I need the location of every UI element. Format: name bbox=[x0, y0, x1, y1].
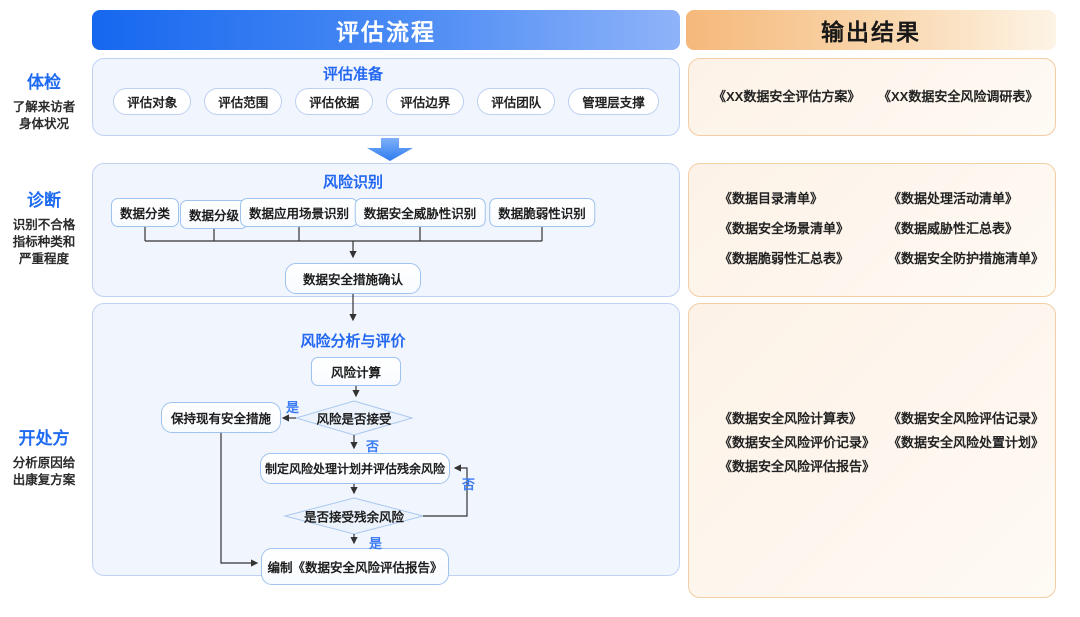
side-label-title: 体检 bbox=[27, 73, 61, 92]
output-doc: 《数据脆弱性汇总表》 bbox=[719, 251, 850, 266]
branch-yes-label: 是 bbox=[369, 536, 383, 551]
down-block-arrow bbox=[367, 138, 413, 161]
output-doc: 《数据安全风险评估报告》 bbox=[719, 459, 876, 474]
output-header: 输出结果 bbox=[686, 10, 1056, 50]
decision-accept-label: 风险是否接受 bbox=[316, 412, 392, 427]
node-security-measure-confirm: 数据安全措施确认 bbox=[284, 263, 422, 294]
desc-line: 了解来访者 bbox=[12, 100, 76, 114]
branch-yes-label: 是 bbox=[286, 400, 300, 415]
output-doc: 《XX数据安全风险调研表》 bbox=[878, 89, 1039, 104]
output-doc: 《XX数据安全评估方案》 bbox=[713, 89, 861, 104]
side-label-desc: 分析原因给 出康复方案 bbox=[0, 455, 88, 489]
node-threat-identify: 数据安全威胁性识别 bbox=[354, 198, 486, 227]
stage-analyze-title: 风险分析与评价 bbox=[300, 333, 406, 350]
node-data-classification: 数据分类 bbox=[110, 198, 180, 227]
desc-line: 识别不合格 bbox=[12, 218, 76, 232]
desc-line: 出康复方案 bbox=[12, 473, 76, 487]
stage-prepare-title: 评估准备 bbox=[322, 66, 384, 83]
side-label-diagnosis: 诊断 识别不合格 指标种类和 严重程度 bbox=[0, 186, 88, 268]
pill-assess-object: 评估对象 bbox=[113, 88, 192, 115]
output-list: 《数据安全风险计算表》 《数据安全风险评估记录》 《数据安全风险评价记录》 《数… bbox=[689, 412, 1055, 474]
pill-assess-boundary: 评估边界 bbox=[386, 88, 465, 115]
side-label-title: 诊断 bbox=[27, 191, 61, 210]
pill-management-support: 管理层支撑 bbox=[568, 88, 659, 115]
node-data-grading: 数据分级 bbox=[179, 200, 249, 229]
output-doc: 《数据目录清单》 bbox=[719, 191, 824, 206]
pill-assess-team: 评估团队 bbox=[477, 88, 556, 115]
node-scenario-identify: 数据应用场景识别 bbox=[239, 198, 359, 227]
pill-assess-scope: 评估范围 bbox=[204, 88, 283, 115]
node-compile-report: 编制《数据安全风险评估报告》 bbox=[261, 548, 449, 585]
output-doc: 《数据安全风险计算表》 bbox=[719, 411, 863, 426]
node-keep-measures: 保持现有安全措施 bbox=[160, 402, 282, 433]
output-doc: 《数据安全风险处置计划》 bbox=[888, 435, 1045, 450]
output-doc: 《数据处理活动清单》 bbox=[888, 191, 1019, 206]
side-label-desc: 了解来访者 身体状况 bbox=[0, 99, 88, 133]
pill-assess-basis: 评估依据 bbox=[295, 88, 374, 115]
prepare-pill-row: 评估对象 评估范围 评估依据 评估边界 评估团队 管理层支撑 bbox=[92, 88, 680, 115]
output-panel-prepare: 《XX数据安全评估方案》 《XX数据安全风险调研表》 bbox=[688, 58, 1056, 136]
output-doc: 《数据安全风险评估记录》 bbox=[888, 411, 1045, 426]
output-list: 《数据目录清单》 《数据处理活动清单》 《数据安全场景清单》 《数据威胁性汇总表… bbox=[689, 192, 1055, 266]
output-doc: 《数据安全场景清单》 bbox=[719, 221, 850, 236]
desc-line: 指标种类和 bbox=[12, 235, 76, 249]
output-panel-identify: 《数据目录清单》 《数据处理活动清单》 《数据安全场景清单》 《数据威胁性汇总表… bbox=[688, 163, 1056, 297]
output-doc: 《数据安全风险评价记录》 bbox=[719, 435, 876, 450]
side-label-prescription: 开处方 分析原因给 出康复方案 bbox=[0, 424, 88, 489]
desc-line: 分析原因给 bbox=[12, 456, 76, 470]
output-panel-analyze: 《数据安全风险计算表》 《数据安全风险评估记录》 《数据安全风险评价记录》 《数… bbox=[688, 303, 1056, 598]
node-treatment-plan: 制定风险处理计划并评估残余风险 bbox=[260, 453, 450, 484]
decision-residual-label: 是否接受残余风险 bbox=[303, 510, 405, 525]
desc-line: 身体状况 bbox=[18, 117, 69, 131]
node-risk-calculation: 风险计算 bbox=[310, 357, 402, 386]
side-label-desc: 识别不合格 指标种类和 严重程度 bbox=[0, 217, 88, 268]
output-doc: 《数据威胁性汇总表》 bbox=[888, 221, 1019, 236]
stage-identify-title: 风险识别 bbox=[322, 174, 384, 191]
process-header: 评估流程 bbox=[92, 10, 680, 50]
branch-no-label: 否 bbox=[462, 477, 476, 492]
branch-no-label: 否 bbox=[366, 439, 380, 454]
desc-line: 严重程度 bbox=[18, 252, 69, 266]
node-vulnerability-identify: 数据脆弱性识别 bbox=[489, 198, 595, 227]
side-label-title: 开处方 bbox=[18, 429, 70, 448]
output-doc: 《数据安全防护措施清单》 bbox=[888, 251, 1045, 266]
output-list: 《XX数据安全评估方案》 《XX数据安全风险调研表》 bbox=[689, 90, 1055, 104]
side-label-checkup: 体检 了解来访者 身体状况 bbox=[0, 68, 88, 133]
